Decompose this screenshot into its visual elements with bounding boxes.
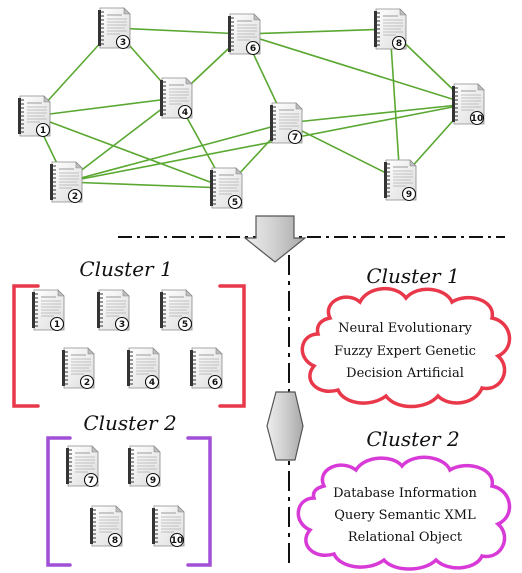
cluster-1-document-5: 5 <box>159 289 193 332</box>
cluster-2-title: Cluster 2 <box>83 411 176 435</box>
cluster-1-document-3: 3 <box>96 289 130 332</box>
graph-document-7: 7 <box>269 102 303 145</box>
keyword-line: Query Semantic XML <box>334 508 476 523</box>
document-number: 4 <box>182 108 188 118</box>
document-number: 1 <box>40 126 46 136</box>
keyword-line: Database Information <box>333 486 477 501</box>
document-number-badge <box>115 34 131 50</box>
document-number: 7 <box>88 476 94 486</box>
document-number-badge <box>49 316 65 332</box>
document-number: 3 <box>120 38 126 48</box>
document-number-badge <box>107 532 123 548</box>
similarity-edge <box>285 103 469 124</box>
similarity-edge <box>65 97 177 183</box>
keyword-cloud-1 <box>300 287 512 409</box>
graph-document-5: 5 <box>209 167 243 210</box>
similarity-edge <box>65 122 287 183</box>
similarity-edge <box>33 97 177 117</box>
document-number: 6 <box>212 378 218 388</box>
document-number-badge <box>177 316 193 332</box>
cluster-2-document-8: 8 <box>89 505 123 548</box>
document-number: 1 <box>54 320 60 330</box>
document-number: 9 <box>406 190 412 200</box>
document-number-badge <box>144 374 160 390</box>
document-number: 2 <box>84 378 90 388</box>
graph-document-1: 1 <box>17 95 51 138</box>
cluster-2-bracket-left <box>46 436 72 567</box>
cluster-1-document-1: 1 <box>31 289 65 332</box>
document-number-badge <box>83 472 99 488</box>
document-number-badge <box>177 104 193 120</box>
graph-document-6: 6 <box>227 13 261 56</box>
document-number: 5 <box>182 320 188 330</box>
similarity-edge <box>33 115 227 189</box>
document-number: 6 <box>250 44 256 54</box>
keyword-cloud-2 <box>296 455 512 571</box>
document-number-badge <box>245 40 261 56</box>
cluster-2-document-9: 9 <box>127 445 161 488</box>
document-number: 2 <box>72 192 78 202</box>
document-number: 7 <box>292 133 298 143</box>
graph-document-2: 2 <box>49 161 83 204</box>
document-number-badge <box>469 110 485 126</box>
similarity-edge <box>243 33 469 105</box>
keyword-line: Relational Object <box>348 530 463 545</box>
similarity-edge <box>285 122 401 181</box>
document-number-badge <box>287 129 303 145</box>
cluster-1-bracket-right <box>218 284 246 408</box>
document-number-badge <box>227 194 243 210</box>
cluster-1-document-6: 6 <box>189 347 223 390</box>
document-number: 3 <box>119 320 125 330</box>
cluster-1-documents: 1 3 5 2 4 6 <box>31 289 223 390</box>
document-number-badge <box>169 532 185 548</box>
keyword-cluster-2-title: Cluster 2 <box>366 427 459 451</box>
document-graph: 1 2 3 4 5 6 7 8 9 10 <box>17 7 485 210</box>
document-number: 5 <box>232 198 238 208</box>
keyword-line: Decision Artificial <box>346 366 464 381</box>
document-number-badge <box>145 472 161 488</box>
cluster-1-title: Cluster 1 <box>79 257 172 281</box>
graph-document-9: 9 <box>383 159 417 202</box>
keyword-cluster-1-title: Cluster 1 <box>366 264 459 288</box>
document-number-badge <box>207 374 223 390</box>
document-number-badge <box>114 316 130 332</box>
similarity-edge <box>243 28 391 35</box>
document-number: 10 <box>471 114 484 124</box>
graph-document-3: 3 <box>97 7 131 50</box>
double-arrow-icon <box>266 391 304 461</box>
document-number: 4 <box>149 378 155 388</box>
document-number-badge <box>401 186 417 202</box>
keyword-line: Fuzzy Expert Genetic <box>334 344 476 359</box>
cluster-1-document-2: 2 <box>61 347 95 390</box>
similarity-edge <box>389 28 401 181</box>
document-number-badge <box>35 122 51 138</box>
document-number: 8 <box>396 39 402 49</box>
cluster-1-document-4: 4 <box>126 347 160 390</box>
similarity-edge <box>65 181 227 189</box>
cluster-2-bracket-right <box>186 436 212 567</box>
document-number: 9 <box>150 476 156 486</box>
cluster-2-documents: 7 9 8 10 <box>65 445 185 548</box>
graph-document-10: 10 <box>451 83 485 126</box>
graph-document-8: 8 <box>373 8 407 51</box>
document-number-badge <box>391 35 407 51</box>
similarity-edge <box>113 27 245 35</box>
graph-document-4: 4 <box>159 77 193 120</box>
document-number: 8 <box>112 536 118 546</box>
document-number: 10 <box>171 536 184 546</box>
document-number-badge <box>79 374 95 390</box>
cluster-2-document-7: 7 <box>65 445 99 488</box>
down-arrow-icon <box>243 215 307 263</box>
cluster-2-document-10: 10 <box>151 505 185 548</box>
keyword-line: Neural Evolutionary <box>338 321 472 336</box>
document-number-badge <box>67 188 83 204</box>
cluster-1-bracket-left <box>12 284 40 408</box>
